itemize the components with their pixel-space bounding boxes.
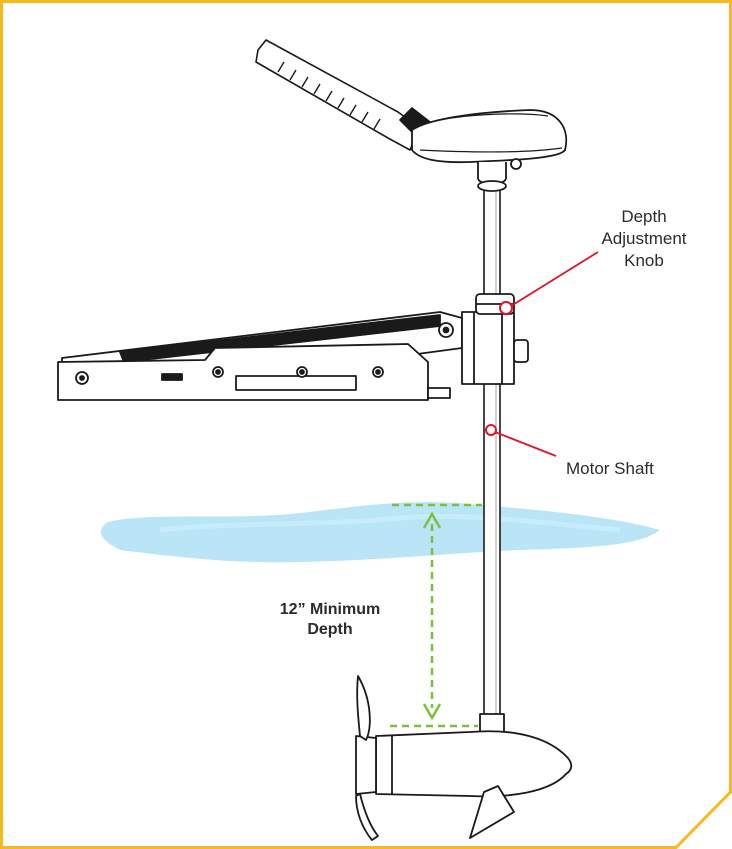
motor-shaft [483,187,501,719]
minimum-depth-label-line-1: 12” Minimum [280,601,380,618]
depth-knob-label-line-2: Adjustment [601,229,686,248]
depth-knob-callout [499,251,599,315]
water-surface [100,502,660,563]
motor-head [411,109,568,192]
minimum-depth-label-line-2: Depth [307,621,352,638]
depth-knob-label: Depth Adjustment Knob [601,207,686,270]
bow-mount [57,311,463,401]
motor-shaft-callout [485,424,557,457]
depth-knob-label-line-1: Depth [621,207,666,226]
depth-knob-label-line-3: Knob [624,251,664,270]
lower-unit [355,675,573,841]
minimum-depth-label: 12” Minimum Depth [280,601,380,638]
motor-shaft-label: Motor Shaft [566,459,654,478]
minimum-depth-dimension [390,503,482,728]
